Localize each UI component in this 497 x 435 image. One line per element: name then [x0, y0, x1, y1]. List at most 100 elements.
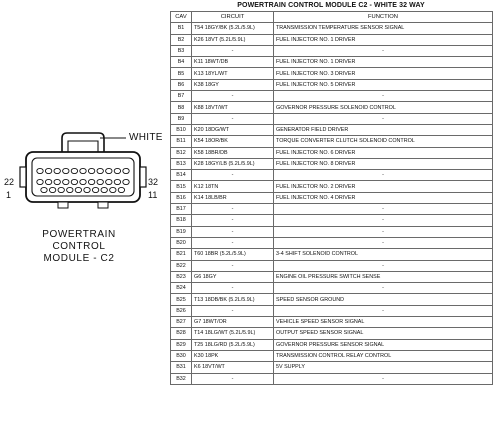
cell-cav: B22 — [170, 259, 192, 272]
cell-function: TRANSMISSION CONTROL RELAY CONTROL — [273, 349, 493, 363]
pin-cavity — [36, 178, 44, 186]
cell-circuit: - — [191, 203, 274, 216]
cell-cav: B13 — [170, 157, 192, 171]
cell-circuit: - — [191, 214, 274, 227]
pin-cavity — [83, 186, 91, 194]
pin-cavity — [66, 186, 74, 194]
cell-function: VEHICLE SPEED SENSOR SIGNAL — [273, 316, 493, 329]
header-cav: CAV — [170, 10, 192, 24]
pin-cavity — [100, 186, 108, 194]
table-row: B26-- — [170, 304, 493, 318]
cell-cav: B32 — [170, 372, 192, 385]
pin-cavity — [44, 178, 53, 186]
cell-circuit: - — [191, 44, 274, 58]
pin-cavity — [40, 186, 48, 194]
cell-cav: B28 — [170, 327, 192, 340]
cell-cav: B17 — [170, 203, 192, 216]
cell-circuit: - — [191, 169, 274, 182]
cell-circuit: T54 18GY/BK (5.2L/5.9L) — [191, 22, 274, 35]
cell-circuit: - — [191, 372, 274, 385]
cell-cav: B14 — [170, 169, 192, 182]
cell-circuit: K38 18GY — [191, 78, 274, 92]
cell-circuit: K28 18GY/LB (5.2L/5.9L) — [191, 157, 274, 171]
pin-cavity — [96, 167, 104, 175]
cell-cav: B31 — [170, 361, 192, 374]
cell-circuit: G7 18WT/OR — [191, 316, 274, 329]
pin-cavity — [122, 167, 130, 175]
pin-cavity — [122, 178, 130, 186]
cell-function: TRANSMISSION TEMPERATURE SENSOR SIGNAL — [273, 22, 493, 35]
cell-cav: B4 — [170, 56, 192, 69]
pin-cavity — [117, 186, 126, 194]
pin-cavity — [48, 186, 57, 194]
cell-function: - — [273, 169, 493, 182]
cell-cav: B30 — [170, 349, 192, 363]
pin-cavities — [36, 167, 130, 194]
pin-cavity — [53, 167, 61, 175]
table-row: B9-- — [170, 112, 493, 125]
cell-cav: B25 — [170, 293, 192, 306]
table-row: B3-- — [170, 44, 493, 58]
module-label-line: CONTROL — [52, 241, 106, 252]
cell-function: 5V SUPPLY — [273, 361, 493, 374]
module-label-line: POWERTRAIN — [42, 229, 116, 240]
cell-function: FUEL INJECTOR NO. 1 DRIVER — [273, 33, 493, 46]
cell-circuit: K6 18VT/WT — [191, 361, 274, 374]
cell-function: FUEL INJECTOR NO. 1 DRIVER — [273, 56, 493, 69]
cell-circuit: K54 18OR/BK — [191, 135, 274, 148]
cell-function: - — [273, 259, 493, 272]
cell-circuit: - — [191, 90, 274, 103]
cell-circuit: K13 18YL/WT — [191, 67, 274, 80]
cell-circuit: - — [191, 236, 274, 250]
cell-function: FUEL INJECTOR NO. 5 DRIVER — [273, 78, 493, 92]
header-circuit: CIRCUIT — [191, 10, 274, 24]
module-label-line: MODULE - C2 — [43, 253, 115, 264]
pin-number-bottom-left: 1 — [6, 190, 12, 200]
cell-circuit: - — [191, 282, 274, 295]
cell-function: - — [273, 44, 493, 58]
cell-circuit: K30 18PK — [191, 349, 274, 363]
cell-cav: B15 — [170, 180, 192, 193]
table-row: B22-- — [170, 259, 493, 272]
table-row: B17-- — [170, 203, 493, 216]
pin-cavity — [62, 178, 70, 186]
cell-cav: B10 — [170, 123, 192, 137]
cell-circuit: K26 18VT (5.2L/5.9L) — [191, 33, 274, 46]
cell-function: - — [273, 372, 493, 385]
cell-function: FUEL INJECTOR NO. 8 DRIVER — [273, 157, 493, 171]
cell-function: OUTPUT SPEED SENSOR SIGNAL — [273, 327, 493, 340]
cell-function: SPEED SENSOR GROUND — [273, 293, 493, 306]
cell-cav: B23 — [170, 270, 192, 284]
table-title: POWERTRAIN CONTROL MODULE C2 - WHITE 32 … — [237, 2, 425, 9]
table-row: B7-- — [170, 90, 493, 103]
cell-cav: B24 — [170, 282, 192, 295]
cell-circuit: K12 18TN — [191, 180, 274, 193]
cell-function: GENERATOR FIELD DRIVER — [273, 123, 493, 137]
header-function: FUNCTION — [273, 10, 493, 24]
cell-cav: B5 — [170, 67, 192, 80]
cell-cav: B6 — [170, 78, 192, 92]
connector-drawing — [19, 132, 147, 209]
pin-cavity — [70, 167, 79, 175]
connector-lock-tab — [61, 132, 105, 152]
cell-cav: B21 — [170, 248, 192, 261]
pin-cavity — [113, 167, 122, 175]
pin-cavity — [91, 186, 100, 194]
cell-cav: B20 — [170, 236, 192, 250]
cell-function: FUEL INJECTOR NO. 3 DRIVER — [273, 67, 493, 80]
table-row: B24-- — [170, 282, 493, 295]
cell-function: - — [273, 225, 493, 238]
cell-function: - — [273, 282, 493, 295]
cell-cav: B27 — [170, 316, 192, 329]
